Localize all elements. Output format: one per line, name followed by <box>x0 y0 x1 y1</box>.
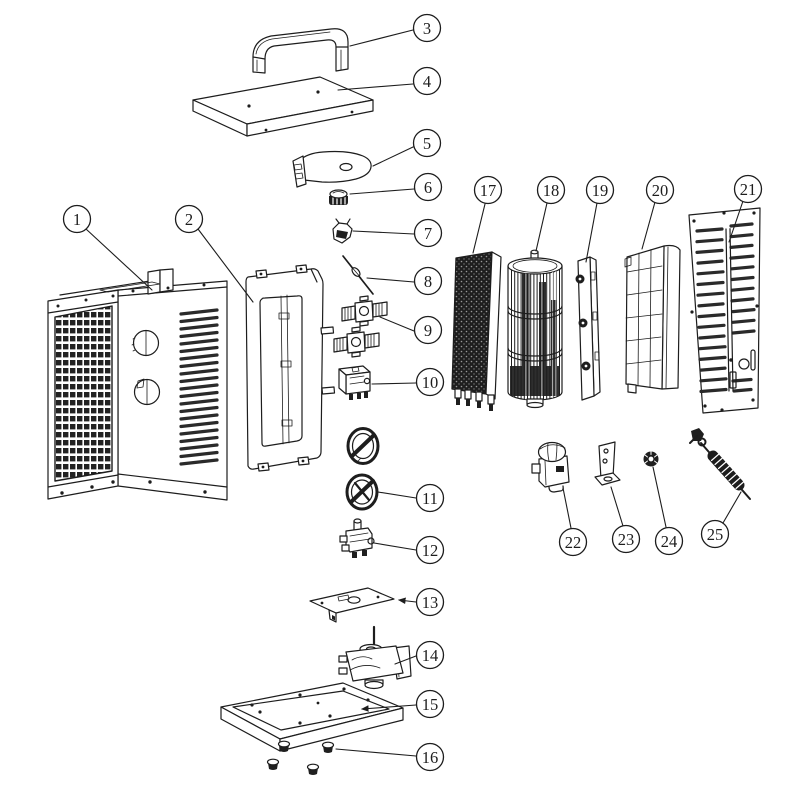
callout-24-number: 24 <box>661 532 678 551</box>
rear-slats-right <box>729 222 756 393</box>
callout-13: 13 <box>397 587 445 617</box>
part-top-cover <box>192 76 374 137</box>
callout-20-number: 20 <box>652 181 669 200</box>
callout-8-number: 8 <box>424 272 432 291</box>
part-blower-wheel <box>507 249 563 409</box>
callout-21-number: 21 <box>740 180 757 199</box>
callout-16: 16 <box>335 742 445 772</box>
part-bushing <box>643 451 659 467</box>
callout-4: 4 <box>337 66 442 96</box>
callout-11: 11 <box>377 483 445 513</box>
part-base-pan <box>220 682 404 752</box>
callout-9-number: 9 <box>424 321 432 340</box>
part-shaft-nut <box>329 189 348 205</box>
callout-3-number: 3 <box>423 19 431 38</box>
callout-24: 24 <box>652 466 684 556</box>
part-fan-motor <box>338 625 412 690</box>
part-knobs <box>345 427 380 511</box>
callout-9: 9 <box>379 315 443 345</box>
part-selector-switch <box>338 365 371 400</box>
callout-2-number: 2 <box>185 210 193 229</box>
part-heating-element <box>451 251 502 411</box>
callout-23: 23 <box>610 486 641 554</box>
callout-5-number: 5 <box>423 134 431 153</box>
callout-16-number: 16 <box>422 748 439 767</box>
bar-bolts <box>575 274 591 371</box>
callout-22-number: 22 <box>565 533 582 552</box>
callout-4-number: 4 <box>423 72 431 91</box>
callout-10: 10 <box>371 367 445 397</box>
part-switch-bracket <box>292 150 372 188</box>
callout-11-number: 11 <box>422 489 438 508</box>
part-lattice-panel <box>624 244 681 394</box>
callout-25-number: 25 <box>707 525 724 544</box>
callout-12: 12 <box>373 535 445 565</box>
part-sensor-rod <box>342 255 374 295</box>
part-housing <box>47 268 228 501</box>
part-motor-plate <box>309 587 395 623</box>
rear-slats-left <box>695 227 728 394</box>
part-support-bar <box>575 256 601 401</box>
callout-22: 22 <box>558 487 588 557</box>
callout-18: 18 <box>535 175 566 252</box>
part-spring <box>689 428 751 500</box>
callout-20: 20 <box>641 175 675 250</box>
callouts: 1 2 3 4 5 6 7 <box>62 13 763 772</box>
callout-25: 25 <box>700 491 742 549</box>
callout-6: 6 <box>349 172 443 202</box>
callout-7: 7 <box>352 218 443 248</box>
part-lamp-holders <box>333 295 388 358</box>
callout-5: 5 <box>372 128 442 167</box>
callout-17-number: 17 <box>480 181 497 200</box>
callout-2: 2 <box>174 204 254 303</box>
callout-10-number: 10 <box>422 373 439 392</box>
callout-14-number: 14 <box>422 646 439 665</box>
front-grille <box>54 305 113 482</box>
callout-1-number: 1 <box>73 210 81 229</box>
callout-21: 21 <box>728 174 763 243</box>
element-pins <box>454 388 495 411</box>
callout-1: 1 <box>62 204 153 291</box>
callout-12-number: 12 <box>422 541 439 560</box>
part-handle <box>252 28 349 74</box>
part-rotary-switch <box>339 518 375 558</box>
callout-19: 19 <box>585 175 615 263</box>
callout-8: 8 <box>366 266 443 296</box>
callout-7-number: 7 <box>424 224 432 243</box>
callout-23-number: 23 <box>618 530 635 549</box>
part-rubber-feet <box>266 740 335 775</box>
callout-15-number: 15 <box>422 695 439 714</box>
callout-6-number: 6 <box>424 178 432 197</box>
part-l-bracket <box>594 441 621 486</box>
callout-13-number: 13 <box>422 593 439 612</box>
part-inner-frame <box>245 264 336 472</box>
part-thermostat-clip <box>332 218 353 244</box>
callout-14: 14 <box>394 640 445 670</box>
callout-17: 17 <box>472 175 503 254</box>
callout-18-number: 18 <box>543 181 560 200</box>
callout-19-number: 19 <box>592 181 609 200</box>
callout-3: 3 <box>349 13 442 47</box>
part-rear-panel <box>688 207 761 414</box>
part-sync-motor <box>531 441 570 493</box>
side-louvres <box>179 308 219 466</box>
callout-15: 15 <box>360 689 445 719</box>
